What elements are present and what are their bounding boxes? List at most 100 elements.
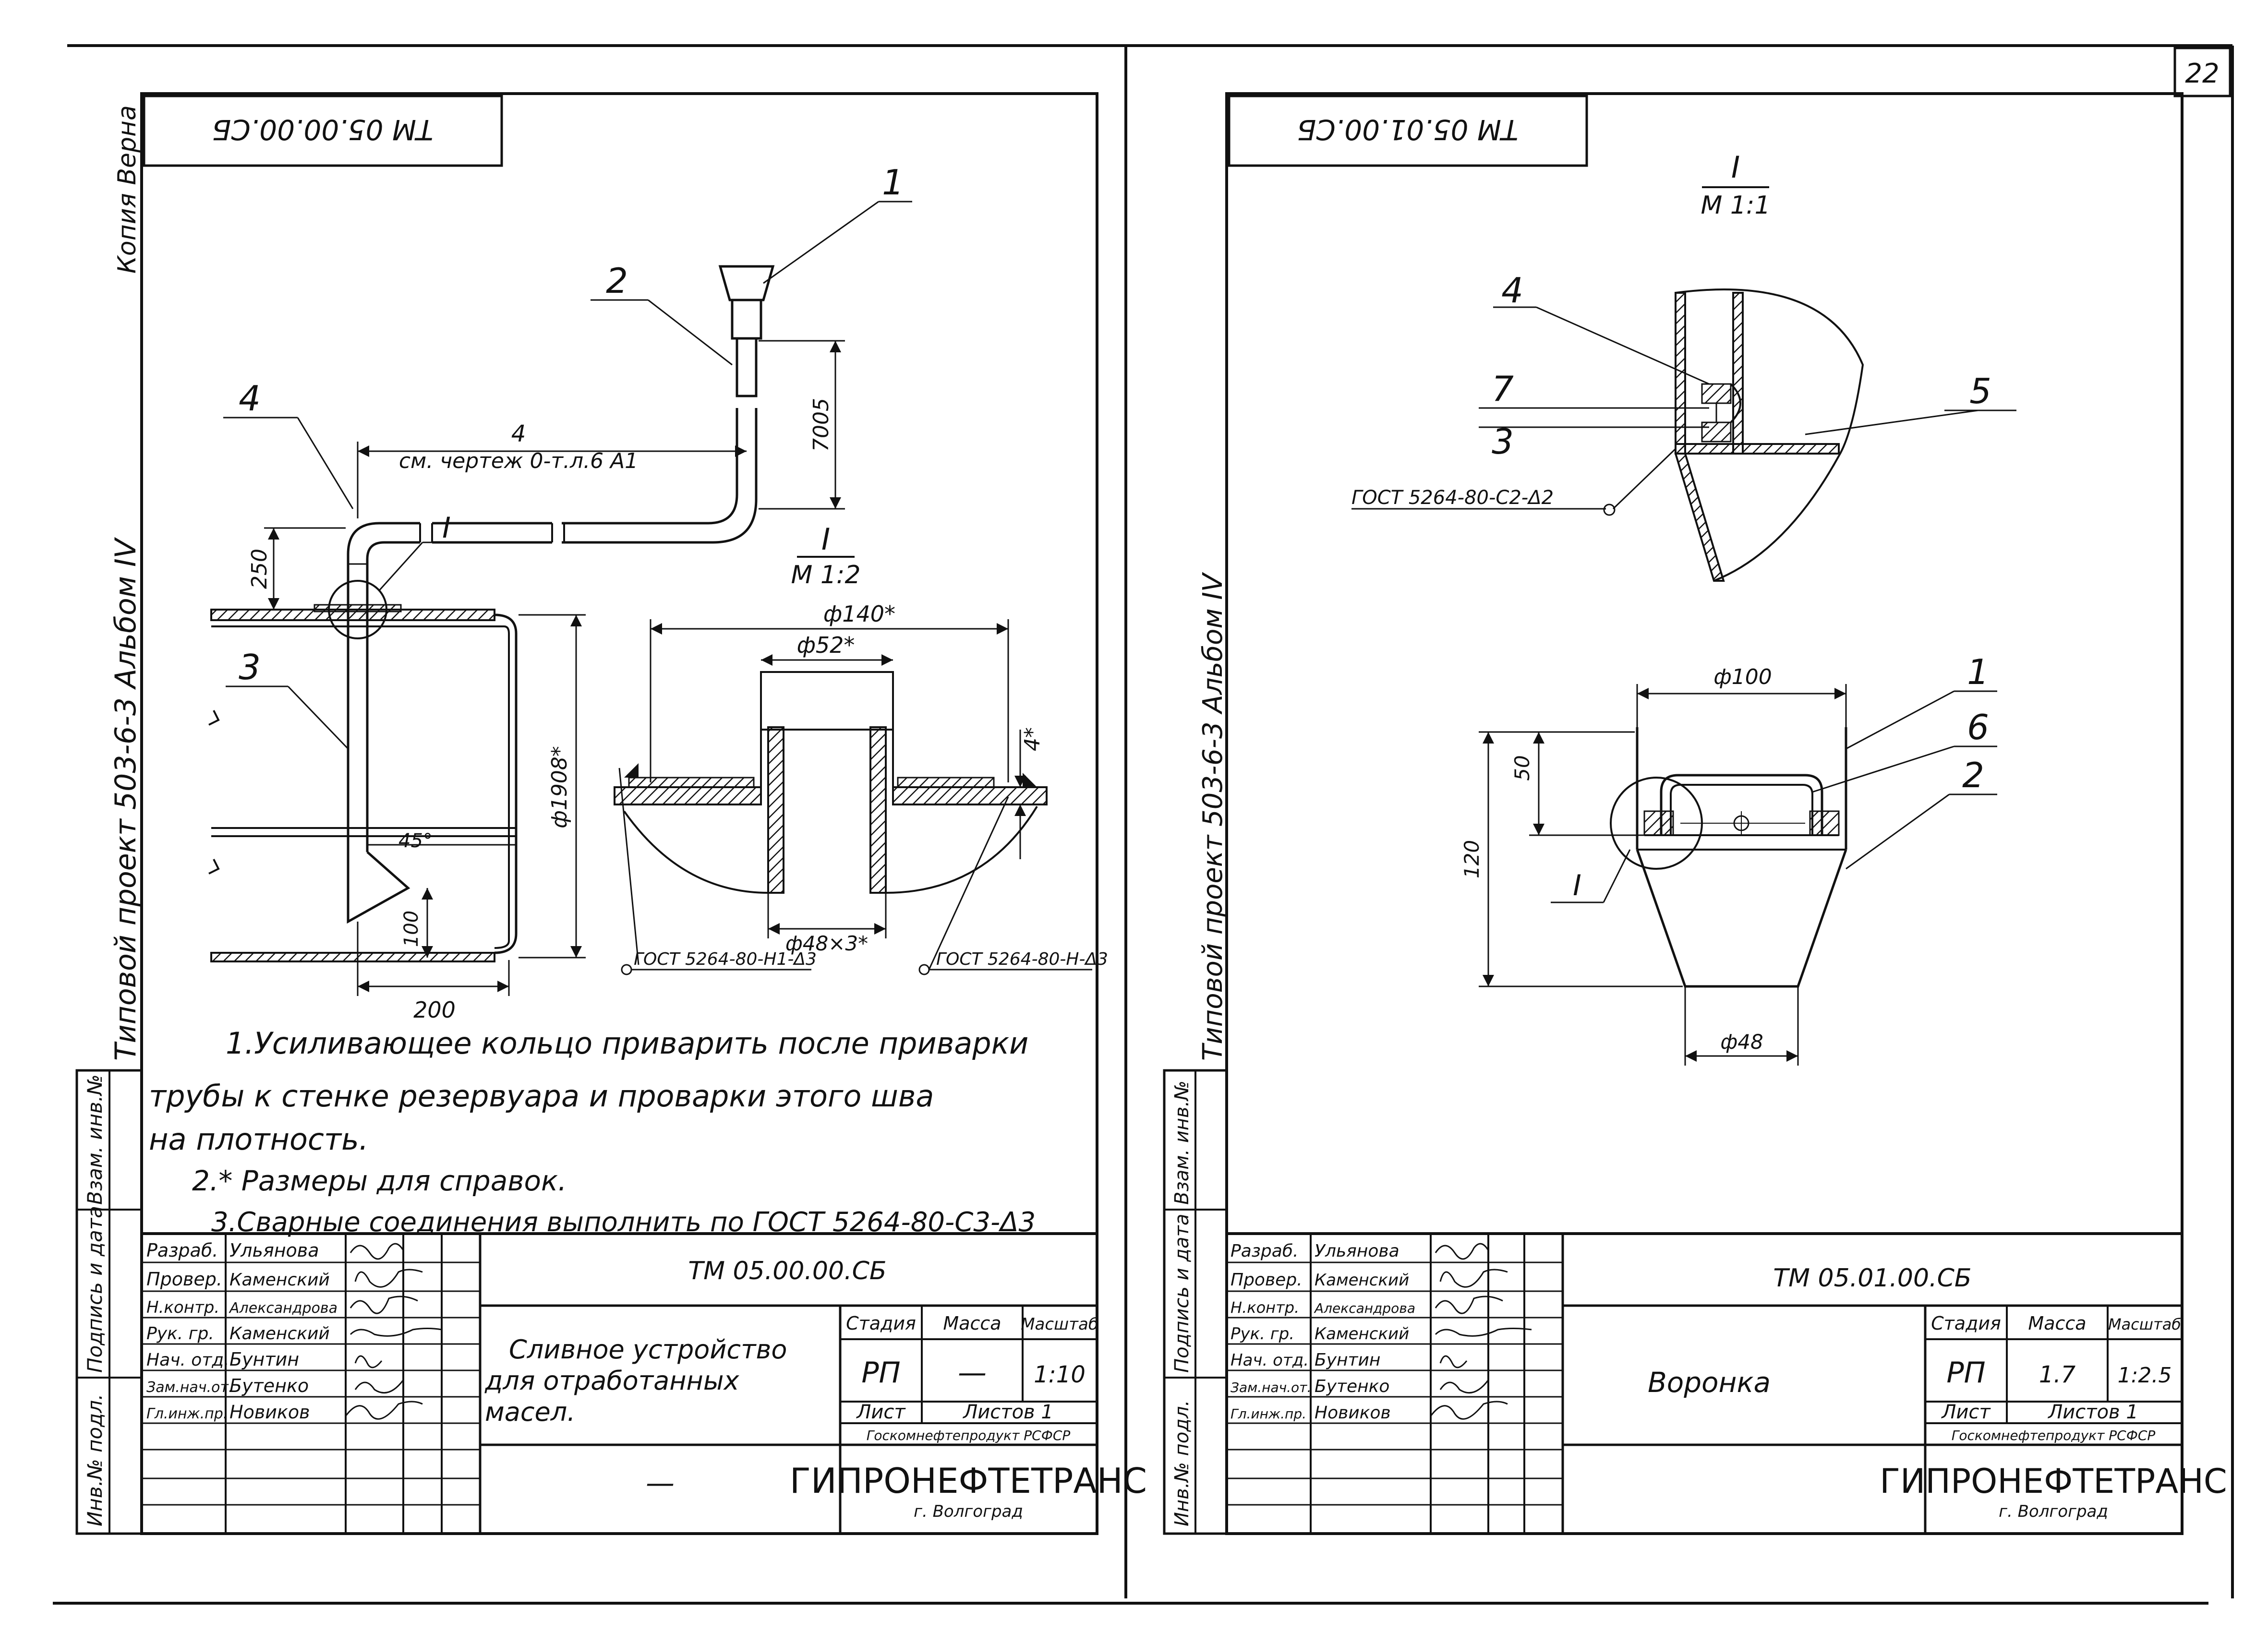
name-r2: Каменский (1315, 1271, 1409, 1290)
dim-r100: ф100 (1713, 665, 1772, 689)
detail-scale: М 1:2 (791, 561, 860, 589)
dim-4: 4* (1020, 727, 1045, 751)
side-text-r: Типовой проект 503-6-3 Альбом IV (1197, 572, 1229, 1061)
dim-45: 45° (398, 830, 433, 852)
name-4: Каменский (229, 1324, 330, 1344)
callout-3: 3 (239, 647, 261, 687)
role-7: Гл.инж.пр. (146, 1405, 228, 1422)
assembly-view (208, 265, 775, 962)
dim-48: ф48×3* (785, 932, 868, 955)
sheets-label: Листов 1 (962, 1401, 1053, 1423)
gost-right: ГОСТ 5264-80-Н-Δ3 (936, 949, 1108, 969)
role-3: Н.контр. (146, 1298, 219, 1317)
name-r6: Бутенко (1315, 1377, 1389, 1396)
org-city-r: г. Волгоград (1999, 1502, 2108, 1521)
signatures-r (1430, 1243, 1532, 1420)
name-1: Ульянова (229, 1240, 319, 1261)
callout-r4: 4 (1501, 270, 1523, 311)
assembly-dimensions: 4 см. чертеж 0-т.л.6 А1 7005 250 ф1908* … (247, 340, 845, 1023)
dim-200: 200 (413, 997, 456, 1023)
page-number-box: 22 (2173, 47, 2232, 97)
dim-r120: 120 (1460, 840, 1484, 878)
name-r5: Бунтин (1315, 1350, 1380, 1370)
name-6: Бутенко (229, 1375, 309, 1396)
org-name: ГИПРОНЕФТЕТРАНС (790, 1461, 1147, 1501)
col-mass-r: Масса (2028, 1313, 2086, 1334)
role-r2: Провер. (1231, 1270, 1303, 1290)
stamp-code-r: ТМ 05.01.00.СБ (1297, 113, 1519, 146)
role-4: Рук. гр. (146, 1324, 214, 1344)
margin-label-inv-r: Инв.№ подл. (1171, 1400, 1193, 1526)
callout-r5: 5 (1969, 371, 1991, 411)
gost-r: ГОСТ 5264-80-С2-Δ2 (1351, 487, 1554, 509)
name-2: Каменский (229, 1270, 330, 1290)
title-line-2: для отработанных (484, 1366, 739, 1396)
role-6: Зам.нач.от. (146, 1379, 233, 1396)
org-small: Госкомнефтепродукт РСФСР (867, 1428, 1071, 1443)
title-r: Воронка (1648, 1366, 1771, 1399)
dim-4-note: см. чертеж 0-т.л.6 А1 (399, 449, 638, 473)
margin-label-replace: Взам. инв.№ (83, 1074, 107, 1205)
callout-2: 2 (606, 261, 628, 301)
title-line-3: масел. (485, 1397, 575, 1427)
detail-I: I М 1:2 ф140* ф52* (614, 522, 1108, 975)
sheet-label: Лист (856, 1401, 906, 1423)
dim-1908: ф1908* (547, 746, 572, 828)
org-city: г. Волгоград (914, 1502, 1023, 1521)
name-3: Александрова (229, 1300, 338, 1317)
col-mass: Масса (943, 1313, 1001, 1334)
doc-code-r: ТМ 05.01.00.СБ (1773, 1264, 1971, 1293)
detail-I-r: I М 1:1 4 7 3 5 (1351, 150, 2016, 582)
dim-7005: 7005 (809, 398, 833, 452)
margin-label-inv: Инв.№ подл. (83, 1394, 107, 1526)
col-scale-r: Масштаб (2108, 1315, 2181, 1333)
stamp-code: ТМ 05.00.00.СБ (212, 113, 434, 146)
mass-value: — (958, 1356, 987, 1390)
role-r4: Рук. гр. (1231, 1324, 1294, 1344)
dim-4-num: 4 (511, 420, 526, 447)
role-r3: Н.контр. (1231, 1298, 1299, 1317)
title-block: Разраб. Провер. Н.контр. Рук. гр. Нач. о… (140, 1232, 1147, 1535)
stage-value-r: РП (1946, 1356, 1985, 1390)
callout-4: 4 (239, 378, 261, 419)
signatures (345, 1243, 442, 1420)
detail-scale-r: М 1:1 (1701, 191, 1770, 220)
callout-1: 1 (882, 162, 904, 203)
callout-r2: 2 (1962, 755, 1984, 795)
callout-r6: 6 (1967, 707, 1989, 747)
stage-value: РП (861, 1356, 900, 1390)
name-5: Бунтин (229, 1349, 299, 1370)
margin-label-sign-r: Подпись и дата (1171, 1214, 1193, 1373)
sheets-label-r: Листов 1 (2047, 1401, 2138, 1423)
callout-r3: 3 (1492, 421, 1514, 462)
role-r7: Гл.инж.пр. (1231, 1406, 1306, 1422)
callout-r1: 1 (1967, 652, 1989, 692)
note-line-2: трубы к стенке резервуара и проварки это… (149, 1079, 934, 1114)
name-r3: Александрова (1314, 1300, 1415, 1316)
dim-250: 250 (247, 549, 272, 589)
role-1: Разраб. (146, 1240, 218, 1261)
page-frame (53, 44, 2234, 1605)
detail-label: I (821, 522, 830, 557)
dim-140: ф140* (823, 601, 895, 627)
name-r7: Новиков (1315, 1403, 1391, 1423)
note-line-3: на плотность. (149, 1122, 368, 1157)
side-text: Типовой проект 503-6-3 Альбом IV (109, 537, 143, 1061)
name-r1: Ульянова (1315, 1241, 1399, 1261)
note-line-1: 1.Усиливающее кольцо приварить после при… (226, 1026, 1028, 1061)
right-sheet: Инв.№ подл. Подпись и дата Взам. инв.№ Т… (1163, 92, 2227, 1535)
name-r4: Каменский (1315, 1324, 1409, 1344)
sheet-label-r: Лист (1941, 1401, 1991, 1423)
funnel-view: ф100 50 120 ф48 1 6 2 I (1460, 652, 1997, 1066)
assembly-callouts: 1 2 3 4 I (223, 162, 912, 750)
page-number: 22 (2185, 58, 2219, 89)
margin-label-replace-r: Взам. инв.№ (1171, 1080, 1193, 1205)
title-block-r: Разраб. Провер. Н.контр. Рук. гр. Нач. о… (1225, 1232, 2227, 1535)
scale-value-r: 1:2.5 (2118, 1363, 2172, 1388)
dim-r50: 50 (1510, 755, 1534, 780)
org-small-r: Госкомнефтепродукт РСФСР (1952, 1428, 2156, 1443)
dim-r48: ф48 (1720, 1030, 1763, 1054)
copy-mark: Копия Верна (113, 105, 142, 274)
margin-label-sign: Подпись и дата (83, 1206, 107, 1373)
